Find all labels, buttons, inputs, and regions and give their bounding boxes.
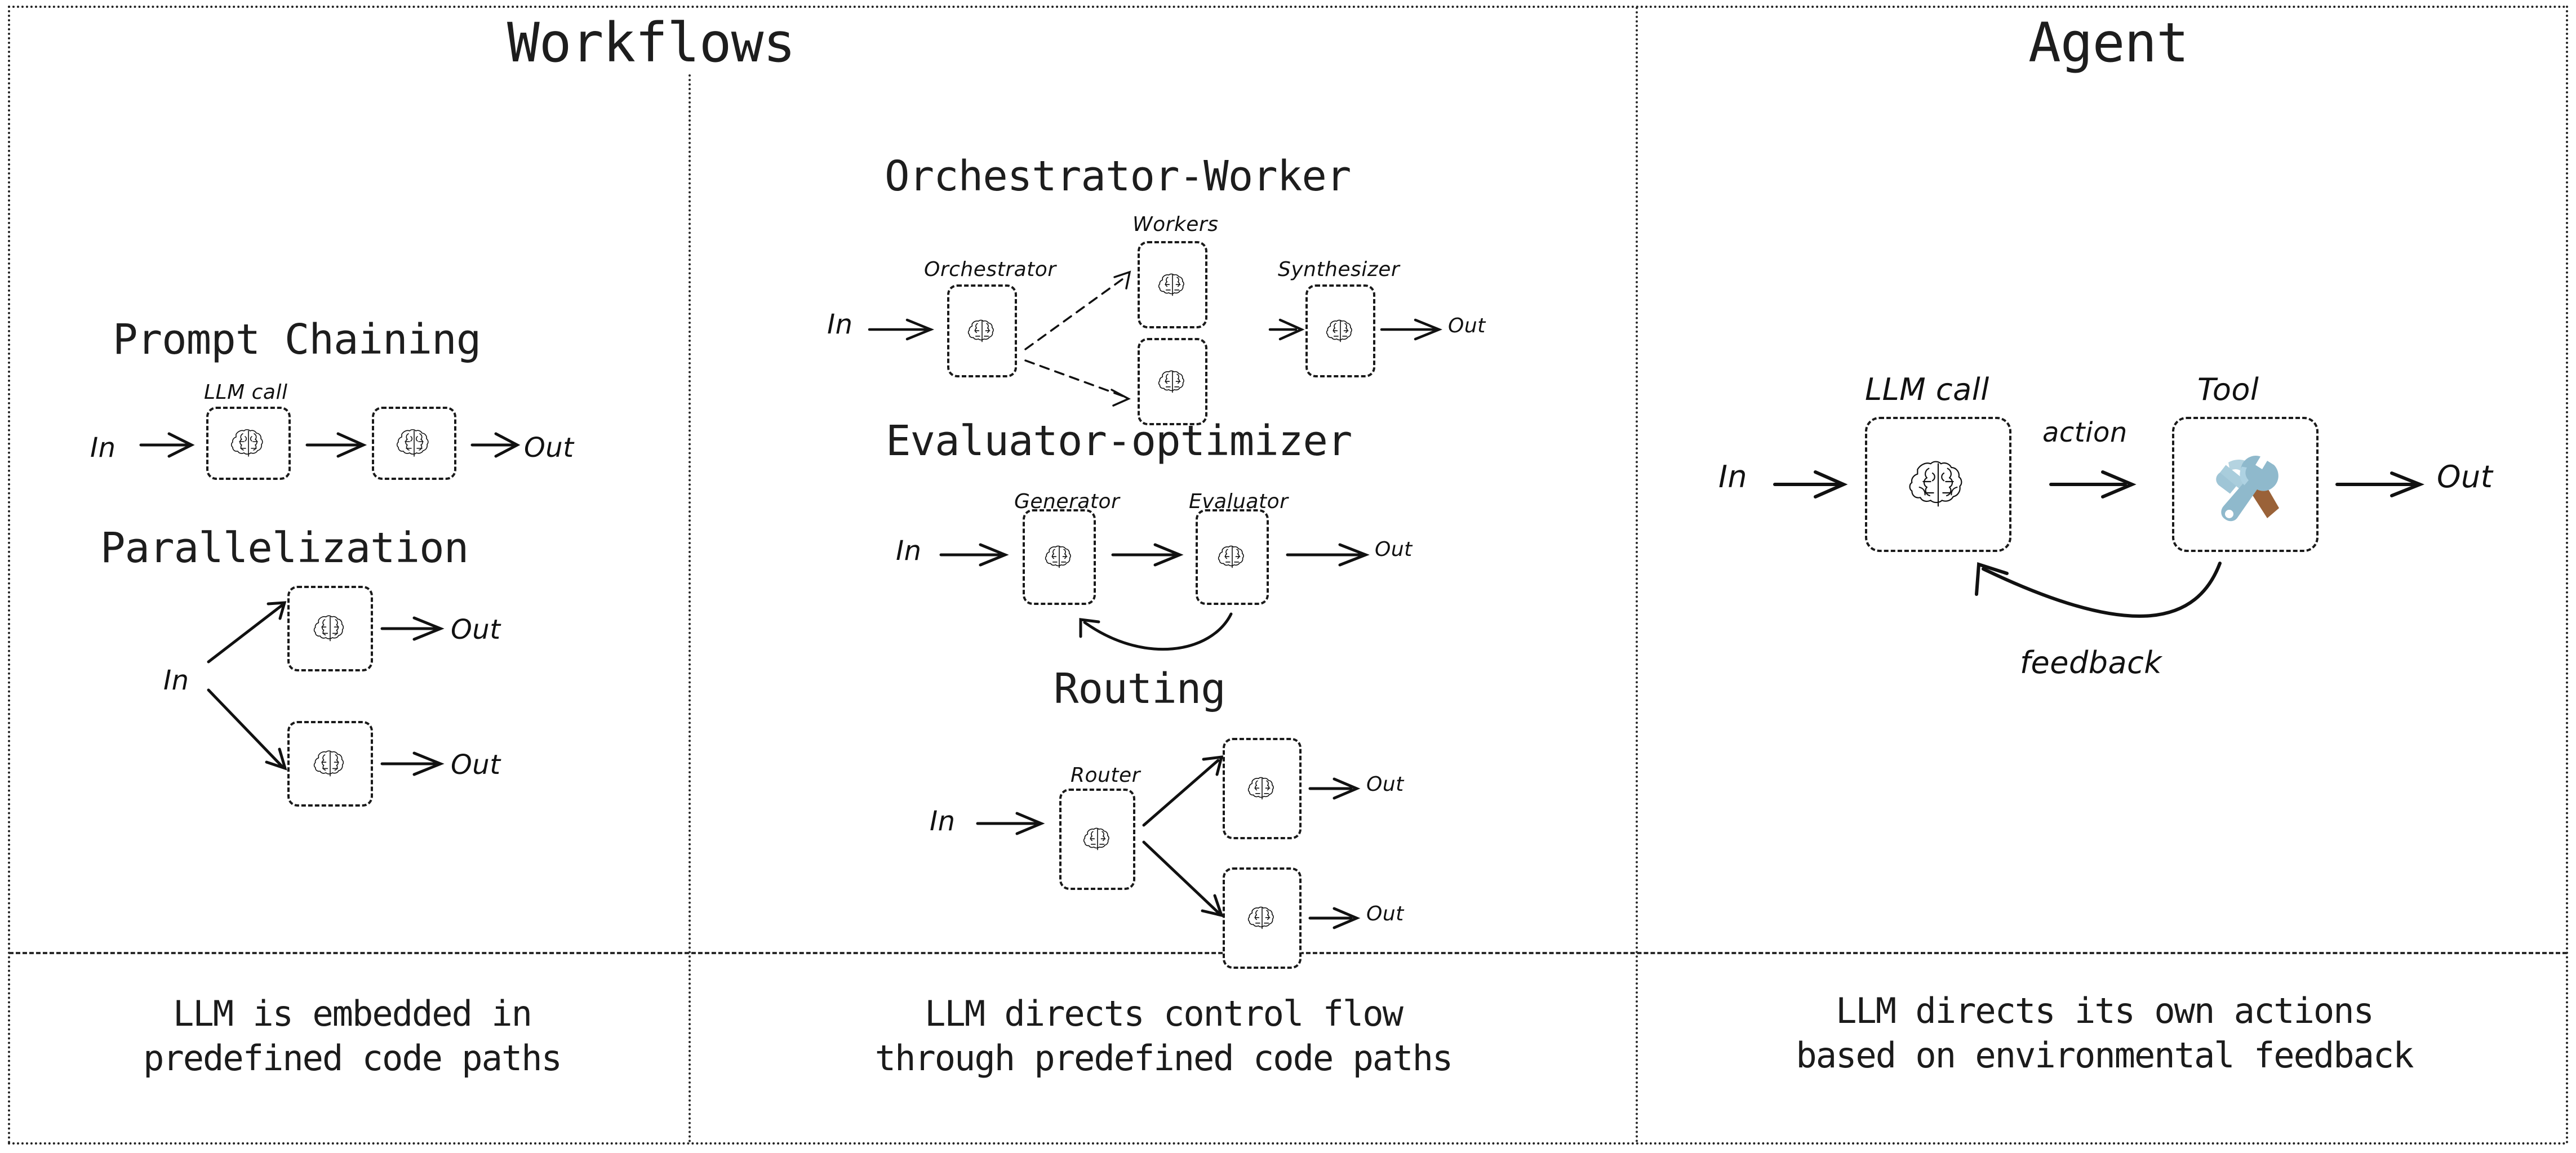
routing-target-bottom[interactable] bbox=[1223, 867, 1302, 969]
brain-icon bbox=[1083, 827, 1109, 851]
prompt-chaining-output-label: Out bbox=[524, 432, 574, 464]
agent-input-label: In bbox=[1718, 459, 1748, 495]
parallelization-llm-call-bottom[interactable] bbox=[287, 721, 373, 807]
brain-icon bbox=[967, 319, 994, 342]
brain-icon bbox=[1158, 370, 1184, 393]
parallelization-output-label-bottom: Out bbox=[451, 749, 501, 781]
brain-icon bbox=[313, 750, 344, 777]
orchestrator-worker-worker-bottom[interactable] bbox=[1138, 338, 1207, 425]
brain-icon bbox=[1247, 777, 1274, 800]
orchestrator-worker-output-label: Out bbox=[1448, 314, 1486, 337]
caption-workflows-right: LLM directs control flow through predefi… bbox=[874, 993, 1454, 1079]
agent-tool-label: Tool bbox=[2197, 372, 2259, 407]
agent-action-label: action bbox=[2042, 417, 2128, 448]
brain-icon bbox=[1326, 319, 1352, 342]
hammer-and-wrench-icon bbox=[2216, 456, 2279, 522]
routing-input-label: In bbox=[930, 805, 956, 837]
routing-output-label-top: Out bbox=[1366, 773, 1404, 796]
brain-icon bbox=[1045, 545, 1071, 568]
routing-router[interactable] bbox=[1059, 789, 1135, 890]
routing-router-label: Router bbox=[1071, 764, 1140, 787]
orchestrator-worker-orchestrator[interactable] bbox=[947, 284, 1017, 377]
brain-icon bbox=[396, 429, 429, 457]
agent-tool[interactable] bbox=[2172, 417, 2319, 552]
parallelization-input-label: In bbox=[163, 665, 189, 696]
orchestrator-worker-synthesizer[interactable] bbox=[1305, 284, 1375, 377]
agent-llm-call[interactable] bbox=[1865, 417, 2011, 552]
agent-feedback-label: feedback bbox=[2020, 645, 2162, 680]
routing-output-label-bottom: Out bbox=[1366, 902, 1404, 925]
brain-icon bbox=[230, 429, 263, 457]
brain-icon bbox=[1218, 545, 1244, 568]
column-title-workflows: Workflows bbox=[507, 11, 796, 74]
evaluator-optimizer-generator[interactable] bbox=[1023, 509, 1096, 605]
orchestrator-worker-synthesizer-label: Synthesizer bbox=[1278, 258, 1400, 281]
prompt-chaining-node-label: LLM call bbox=[204, 381, 288, 404]
section-title-parallelization: Parallelization bbox=[100, 524, 469, 572]
orchestrator-worker-workers-label: Workers bbox=[1132, 213, 1219, 236]
column-title-agent: Agent bbox=[2028, 11, 2189, 74]
prompt-chaining-input-label: In bbox=[90, 432, 116, 464]
caption-workflows-left: LLM is embedded in predefined code paths bbox=[143, 993, 562, 1079]
section-title-orchestrator-worker: Orchestrator-Worker bbox=[885, 152, 1351, 201]
parallelization-llm-call-top[interactable] bbox=[287, 586, 373, 671]
section-title-routing: Routing bbox=[1054, 665, 1226, 713]
brain-icon bbox=[313, 615, 344, 642]
evaluator-optimizer-evaluator[interactable] bbox=[1196, 509, 1269, 605]
prompt-chaining-llm-call-2[interactable] bbox=[372, 407, 456, 480]
parallelization-output-label-top: Out bbox=[451, 614, 501, 645]
orchestrator-worker-orchestrator-label: Orchestrator bbox=[924, 258, 1056, 281]
prompt-chaining-llm-call-1[interactable] bbox=[206, 407, 291, 480]
divider-workflows-split bbox=[689, 74, 691, 1143]
routing-target-top[interactable] bbox=[1223, 738, 1302, 839]
section-title-prompt-chaining: Prompt Chaining bbox=[113, 315, 481, 364]
brain-icon bbox=[1909, 461, 1962, 507]
orchestrator-worker-input-label: In bbox=[827, 309, 853, 340]
section-title-evaluator-optimizer: Evaluator-optimizer bbox=[886, 417, 1352, 465]
evaluator-optimizer-input-label: In bbox=[896, 535, 922, 567]
brain-icon bbox=[1247, 906, 1274, 929]
caption-agent: LLM directs its own actions based on env… bbox=[1796, 990, 2414, 1076]
brain-icon bbox=[1158, 273, 1184, 296]
agent-output-label: Out bbox=[2437, 459, 2493, 495]
divider-workflows-agent bbox=[1636, 7, 1638, 1143]
outer-border bbox=[8, 6, 2568, 1145]
orchestrator-worker-worker-top[interactable] bbox=[1138, 241, 1207, 328]
agent-llm-call-label: LLM call bbox=[1865, 372, 1989, 407]
evaluator-optimizer-output-label: Out bbox=[1375, 538, 1413, 561]
